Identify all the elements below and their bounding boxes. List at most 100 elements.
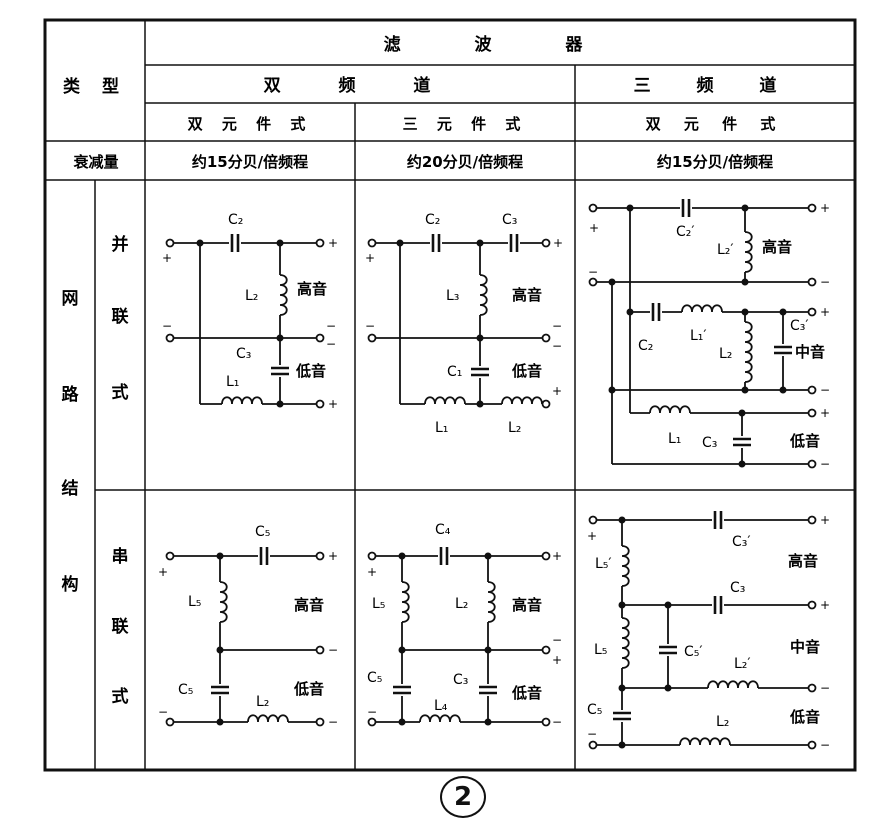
svg-text:C₃: C₃ [502,212,517,228]
circuit-parallel-3way-labels: C₂′ L₂′ 高音 L₁′ C₂ L₂ C₃′ 中音 L₁ C₃ 低音 + −… [588,201,830,471]
svg-text:−: − [588,265,598,279]
svg-text:L₂: L₂ [508,420,521,436]
circuit-series-3way-labels: C₃′ 高音 L₅′ C₃ C₅′ L₂′ 中音 L₅ C₅ L₂ 低音 + −… [587,513,830,752]
svg-text:低音: 低音 [789,432,820,450]
series-char-1: 串 [112,546,129,567]
svg-text:低音: 低音 [789,708,820,726]
series-char-2: 联 [112,617,129,637]
svg-text:C₃: C₃ [453,672,468,688]
circuit-parallel-2el [165,232,325,409]
svg-text:L₁: L₁ [668,431,681,447]
type-label: 类 型 [63,76,127,97]
svg-text:C₃: C₃ [702,435,717,451]
svg-text:−: − [552,339,562,353]
circuit-parallel-3way [588,197,817,469]
svg-text:L₅: L₅ [188,594,201,610]
attenuation-value-2: 约20分贝/倍频程 [407,153,523,171]
svg-text:L₅′: L₅′ [595,556,612,572]
svg-text:−: − [552,715,562,729]
circuit-parallel-3el-labels: C₂ C₃ L₃ C₁ L₁ L₂ 高音 低音 + − + − − + [365,212,563,436]
svg-text:低音: 低音 [511,362,542,380]
svg-text:L₁: L₁ [435,420,448,436]
svg-text:−: − [552,319,562,333]
svg-text:L₂: L₂ [455,596,468,612]
figure-number: 2 [440,776,486,818]
svg-text:+: + [552,384,562,398]
network-char-2: 路 [62,384,80,405]
svg-text:C₂: C₂ [425,212,440,228]
svg-text:+: + [162,251,172,265]
svg-text:L₃: L₃ [446,288,459,304]
table-headers: 类 型 滤 波 器 双 频 道 三 频 道 双 元 件 式 三 元 件 式 双 … [62,34,785,707]
svg-text:−: − [162,319,172,333]
svg-text:C₄: C₄ [435,522,451,538]
svg-text:C₁: C₁ [447,364,462,380]
svg-text:L₁: L₁ [226,374,239,390]
svg-text:C₂: C₂ [228,212,243,228]
svg-text:−: − [820,457,830,471]
svg-text:+: + [587,529,597,543]
svg-text:高音: 高音 [294,596,324,614]
svg-text:+: + [328,236,338,250]
parallel-char-1: 并 [112,234,129,255]
svg-text:低音: 低音 [293,680,324,698]
svg-text:高音: 高音 [512,596,542,614]
svg-text:高音: 高音 [788,552,818,570]
svg-text:−: − [328,643,338,657]
svg-text:L₂: L₂ [256,694,269,710]
svg-text:+: + [552,653,562,667]
svg-text:L₄: L₄ [434,698,448,714]
svg-text:+: + [367,565,377,579]
circuit-series-3el [367,545,551,727]
two-way-header: 双 频 道 [264,75,457,96]
svg-text:高音: 高音 [297,280,327,298]
svg-text:C₅′: C₅′ [684,644,703,660]
svg-text:−: − [820,738,830,752]
three-element-header: 三 元 件 式 [403,115,528,133]
svg-text:中音: 中音 [795,343,825,361]
circuit-series-2el [165,545,325,727]
svg-text:−: − [820,275,830,289]
svg-text:+: + [820,406,830,420]
svg-text:−: − [158,705,168,719]
network-char-4: 构 [62,574,79,595]
series-char-3: 式 [112,686,129,707]
filter-type-header: 滤 波 器 [384,34,617,55]
svg-text:C₂′: C₂′ [676,224,695,240]
attenuation-value-3: 约15分贝/倍频程 [657,153,773,171]
svg-text:低音: 低音 [295,362,326,380]
svg-text:中音: 中音 [790,638,820,656]
svg-text:L₂′: L₂′ [734,656,751,672]
circuit-series-3way [588,509,817,750]
svg-text:L₂: L₂ [719,346,732,362]
svg-text:+: + [328,397,338,411]
parallel-char-3: 式 [112,382,129,403]
svg-text:C₅: C₅ [255,524,270,540]
network-char-1: 网 [62,289,79,309]
svg-text:+: + [158,565,168,579]
svg-text:+: + [820,201,830,215]
svg-text:C₅: C₅ [178,682,193,698]
svg-text:−: − [367,705,377,719]
attenuation-value-1: 约15分贝/倍频程 [192,153,308,171]
svg-text:−: − [365,319,375,333]
svg-text:+: + [553,236,563,250]
svg-text:L₂: L₂ [716,714,729,730]
svg-text:C₅: C₅ [367,670,382,686]
svg-text:−: − [328,715,338,729]
svg-text:−: − [587,727,597,741]
svg-text:+: + [328,549,338,563]
svg-text:C₃′: C₃′ [790,318,809,334]
svg-text:+: + [552,549,562,563]
circuit-parallel-3el [367,232,551,409]
svg-text:C₂: C₂ [638,338,653,354]
svg-text:C₃′: C₃′ [732,534,751,550]
svg-text:低音: 低音 [511,684,542,702]
network-char-3: 结 [62,478,79,499]
svg-text:L₅: L₅ [594,642,607,658]
svg-text:L₂′: L₂′ [717,242,734,258]
svg-text:−: − [552,633,562,647]
two-element-header-b: 双 元 件 式 [646,115,785,133]
svg-text:−: − [326,337,336,351]
